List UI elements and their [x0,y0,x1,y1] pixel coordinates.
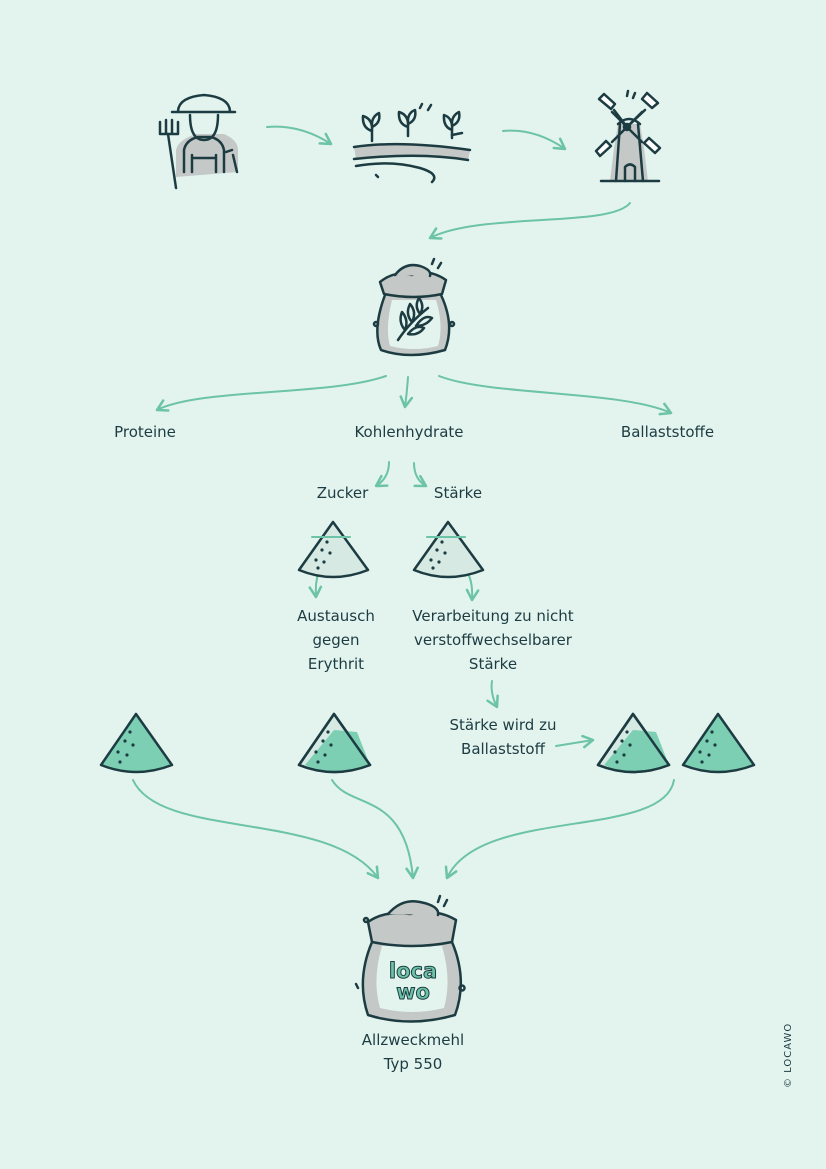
arrow-pile2-final [331,779,419,880]
powder-pile-icon [596,712,671,774]
label-kohlenhydrate: Kohlenhydrate [354,423,464,441]
label-verarbeitung-line: Stärke [468,655,518,673]
label-final-product: Allzweckmehl Typ 550 [348,1028,478,1076]
label-proteine: Proteine [114,423,176,441]
label-staerke-wird-ballaststoff: Stärke wird zu Ballaststoff [433,713,573,761]
arrow-sack-ballaststoffe [438,375,673,416]
arrow-piles-final [444,779,675,880]
arrow-sack-proteine [155,375,387,412]
sugar-pile-icon [297,520,370,579]
label-ballaststoffe: Ballaststoffe [620,423,715,441]
powder-pile-icon [297,712,372,774]
arrow-to-zucker [374,461,390,488]
starch-pile-icon [412,520,485,579]
label-staerke-wird-line: Ballaststoff [461,740,545,758]
arrow-mill-sack [428,202,631,240]
label-austausch-line: gegen [312,631,360,649]
field-icon [352,102,472,184]
arrow-to-staerke [413,462,428,488]
arrow-verarbeitung-staerke-wird [486,680,499,709]
arrow-pile1-final [132,779,380,880]
arrow-to-ballaststoff-pile [555,734,595,749]
farmer-icon [158,93,239,190]
label-austausch-line: Austausch [297,607,375,625]
label-zucker: Zucker [316,484,369,502]
label-staerke: Stärke [433,484,483,502]
bag-logo-top: loca [389,959,437,983]
bag-logo-bottom: wo [396,980,430,1004]
arrow-field-mill [502,129,567,151]
powder-pile-icon [681,712,756,774]
label-final-line: Allzweckmehl [361,1031,465,1049]
label-verarbeitung-line: verstoffwechselbarer [414,631,572,649]
label-austausch: Austausch gegen Erythrit [281,604,391,676]
powder-pile-icon [99,712,174,774]
label-verarbeitung-line: Verarbeitung zu nicht [412,607,574,625]
arrow-sack-kohlenhydrate [399,376,414,409]
label-austausch-line: Erythrit [307,655,365,673]
copyright-note: © LOCAWO [783,1022,794,1088]
locawo-flour-sack-icon: loca wo [354,894,466,1023]
label-final-line: Typ 550 [383,1055,443,1073]
label-staerke-wird-line: Stärke wird zu [449,716,557,734]
flour-sack-icon [372,257,456,357]
arrow-farmer-field [266,125,333,146]
windmill-icon [594,89,662,183]
label-verarbeitung: Verarbeitung zu nicht verstoffwechselbar… [398,604,588,676]
